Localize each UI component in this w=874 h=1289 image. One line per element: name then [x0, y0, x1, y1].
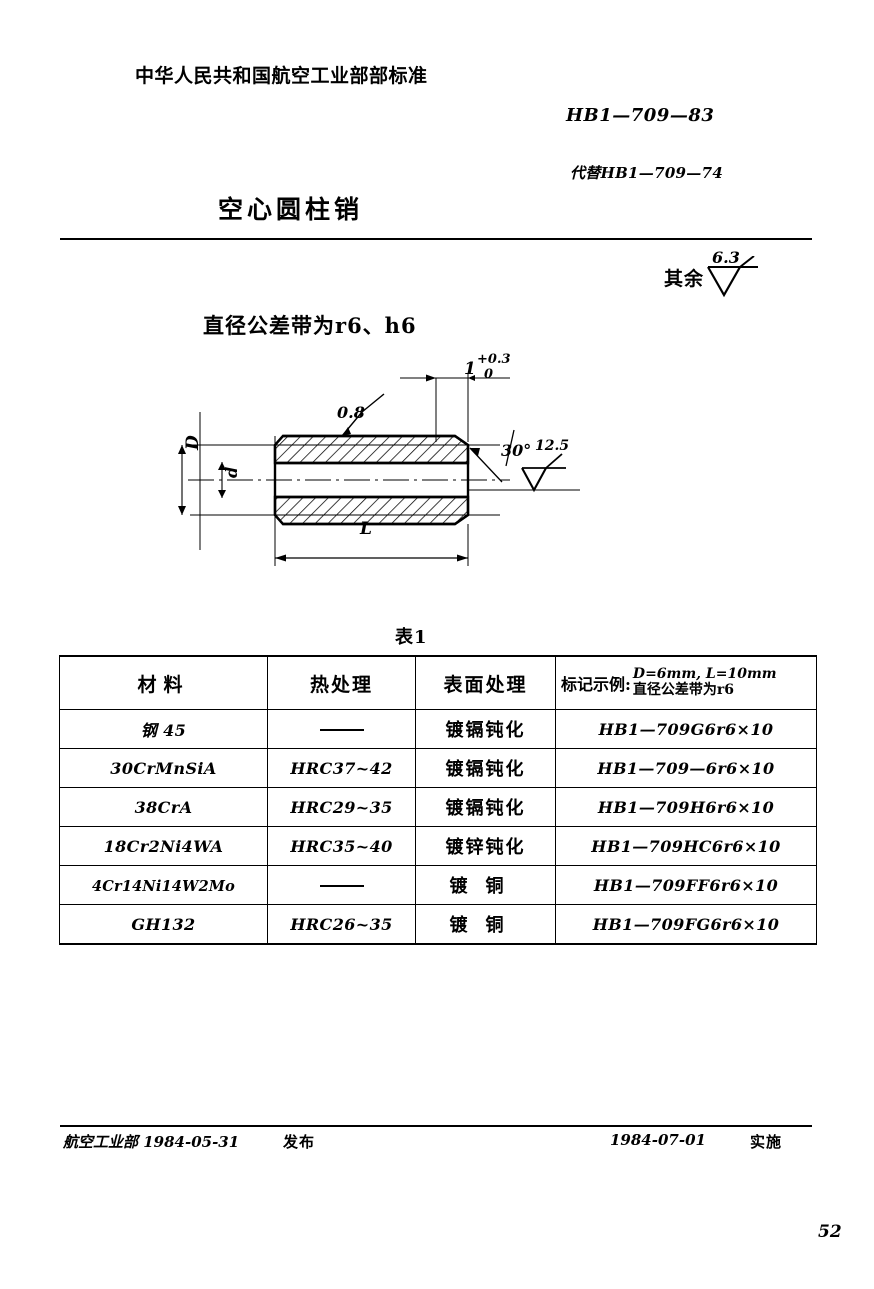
- table-header-marking-example: 标记示例: D=6mm, L=10mm 直径公差带为r6: [555, 655, 817, 710]
- misc-roughness-note: 其余 6.3: [664, 248, 794, 298]
- table-row: GH132 HRC26~35 镀铜 HB1—709FG6r6×10: [59, 904, 817, 945]
- document-title: 空心圆柱销: [218, 195, 364, 224]
- cell-heat-treatment: HRC35~40: [267, 826, 416, 866]
- table-header-surface-treatment: 表面处理: [415, 655, 556, 710]
- surface-treatment-value: 镀镉钝化: [445, 798, 526, 819]
- marking-example-label: 标记示例:: [561, 675, 631, 694]
- cell-surface-treatment: 镀锌钝化: [415, 826, 556, 866]
- surface-treatment-value: 镀镉钝化: [445, 759, 526, 780]
- marking-value: HB1—709—6r6×10: [597, 758, 775, 778]
- chamfer-tolerance-lower: 0: [484, 367, 494, 382]
- marking-value: HB1—709G6r6×10: [598, 719, 774, 739]
- table-row: 30CrMnSiA HRC37~42 镀镉钝化 HB1—709—6r6×10: [59, 748, 817, 788]
- heat-treatment-value: HRC37~42: [290, 758, 393, 778]
- footer-divider-rule: [60, 1125, 812, 1127]
- table-caption: 表1: [395, 627, 428, 648]
- diameter-tolerance-note: 直径公差带为r6、h6: [203, 313, 417, 338]
- surface-roughness-icon: [707, 256, 758, 298]
- dimension-label-outer-diameter: D: [183, 435, 203, 450]
- cell-surface-treatment: 镀镉钝化: [415, 748, 556, 788]
- cell-heat-treatment: HRC26~35: [267, 904, 416, 945]
- surface-treatment-value: 镀镉钝化: [445, 720, 526, 741]
- cell-marking: HB1—709H6r6×10: [555, 787, 817, 827]
- footer-issuer-date: 航空工业部 1984-05-31: [63, 1133, 240, 1151]
- heat-treatment-value: HRC26~35: [290, 914, 393, 934]
- chamfer-roughness-label: 0.8: [337, 403, 365, 422]
- cell-surface-treatment: 镀铜: [415, 904, 556, 945]
- table-header-heat-treatment: 热处理: [267, 655, 416, 710]
- misc-roughness-label: 其余: [664, 268, 705, 290]
- heat-treatment-value: HRC29~35: [290, 797, 393, 817]
- marking-example-dimensions: D=6mm, L=10mm: [632, 666, 777, 683]
- hollow-pin-drawing: [178, 374, 580, 566]
- table-header-material-label: 材料: [137, 673, 190, 696]
- cell-material: 4Cr14Ni14W2Mo: [59, 865, 268, 905]
- dimension-label-inner-diameter: d: [222, 466, 241, 478]
- dimension-label-length: L: [360, 519, 372, 539]
- page-number: 52: [818, 1222, 842, 1242]
- cell-material: GH132: [59, 904, 268, 945]
- material-value: GH132: [131, 914, 196, 934]
- material-value: 18Cr2Ni4WA: [103, 836, 224, 856]
- marking-example-tolerance: 直径公差带为r6: [632, 682, 735, 698]
- surface-treatment-value: 镀铜: [449, 876, 522, 897]
- table-header-surface-treatment-label: 表面处理: [443, 673, 528, 696]
- table-row: 18Cr2Ni4WA HRC35~40 镀锌钝化 HB1—709HC6r6×10: [59, 826, 817, 866]
- empty-dash-icon: [319, 885, 364, 887]
- surface-treatment-value: 镀锌钝化: [445, 837, 526, 858]
- cell-marking: HB1—709HC6r6×10: [555, 826, 817, 866]
- chamfer-tolerance-upper: +0.3: [477, 352, 511, 367]
- misc-roughness-value: 6.3: [712, 248, 740, 267]
- surface-treatment-value: 镀铜: [449, 915, 522, 936]
- empty-dash-icon: [319, 729, 364, 731]
- cell-surface-treatment: 镀镉钝化: [415, 709, 556, 749]
- end-face-roughness-label: 12.5: [535, 438, 570, 454]
- table-row: 4Cr14Ni14W2Mo 镀铜 HB1—709FF6r6×10: [59, 865, 817, 905]
- cell-material: 30CrMnSiA: [59, 748, 268, 788]
- table-row: 38CrA HRC29~35 镀镉钝化 HB1—709H6r6×10: [59, 787, 817, 827]
- replaces-standard-number: 代替HB1—709—74: [570, 164, 724, 182]
- material-value: 钢 45: [140, 721, 187, 740]
- material-spec-table: 材料 热处理 表面处理 标记示例: D=6mm, L=10mm 直径公差带为r6: [59, 655, 817, 945]
- footer-issue-label: 发布: [283, 1133, 316, 1151]
- marking-value: HB1—709FG6r6×10: [592, 914, 780, 934]
- cell-heat-treatment: [267, 865, 416, 905]
- cell-marking: HB1—709G6r6×10: [555, 709, 817, 749]
- chamfer-angle-label: 30°: [501, 441, 532, 460]
- standard-number: HB1—709—83: [566, 105, 715, 126]
- cell-marking: HB1—709FG6r6×10: [555, 904, 817, 945]
- cell-heat-treatment: [267, 709, 416, 749]
- heat-treatment-value: HRC35~40: [290, 836, 393, 856]
- chamfer-width-label: 1: [464, 359, 476, 379]
- material-value: 30CrMnSiA: [110, 758, 217, 778]
- cell-material: 钢 45: [59, 709, 268, 749]
- cell-marking: HB1—709—6r6×10: [555, 748, 817, 788]
- cell-heat-treatment: HRC37~42: [267, 748, 416, 788]
- table-header-heat-treatment-label: 热处理: [309, 673, 373, 696]
- cell-material: 18Cr2Ni4WA: [59, 826, 268, 866]
- material-value: 38CrA: [134, 797, 193, 817]
- cell-heat-treatment: HRC29~35: [267, 787, 416, 827]
- marking-value: HB1—709H6r6×10: [597, 797, 775, 817]
- footer-effective-date: 1984-07-01: [610, 1131, 706, 1149]
- material-value: 4Cr14Ni14W2Mo: [91, 877, 236, 895]
- marking-value: HB1—709HC6r6×10: [591, 836, 781, 856]
- cell-material: 38CrA: [59, 787, 268, 827]
- ministry-heading: 中华人民共和国航空工业部部标准: [135, 65, 428, 87]
- marking-value: HB1—709FF6r6×10: [593, 875, 779, 895]
- cell-marking: HB1—709FF6r6×10: [555, 865, 817, 905]
- cell-surface-treatment: 镀铜: [415, 865, 556, 905]
- table-header-row: 材料 热处理 表面处理 标记示例: D=6mm, L=10mm 直径公差带为r6: [59, 655, 817, 710]
- table-row: 钢 45 镀镉钝化 HB1—709G6r6×10: [59, 709, 817, 749]
- footer-effective-label: 实施: [750, 1133, 783, 1151]
- table-header-material: 材料: [59, 655, 268, 710]
- cell-surface-treatment: 镀镉钝化: [415, 787, 556, 827]
- header-divider-rule: [60, 238, 812, 240]
